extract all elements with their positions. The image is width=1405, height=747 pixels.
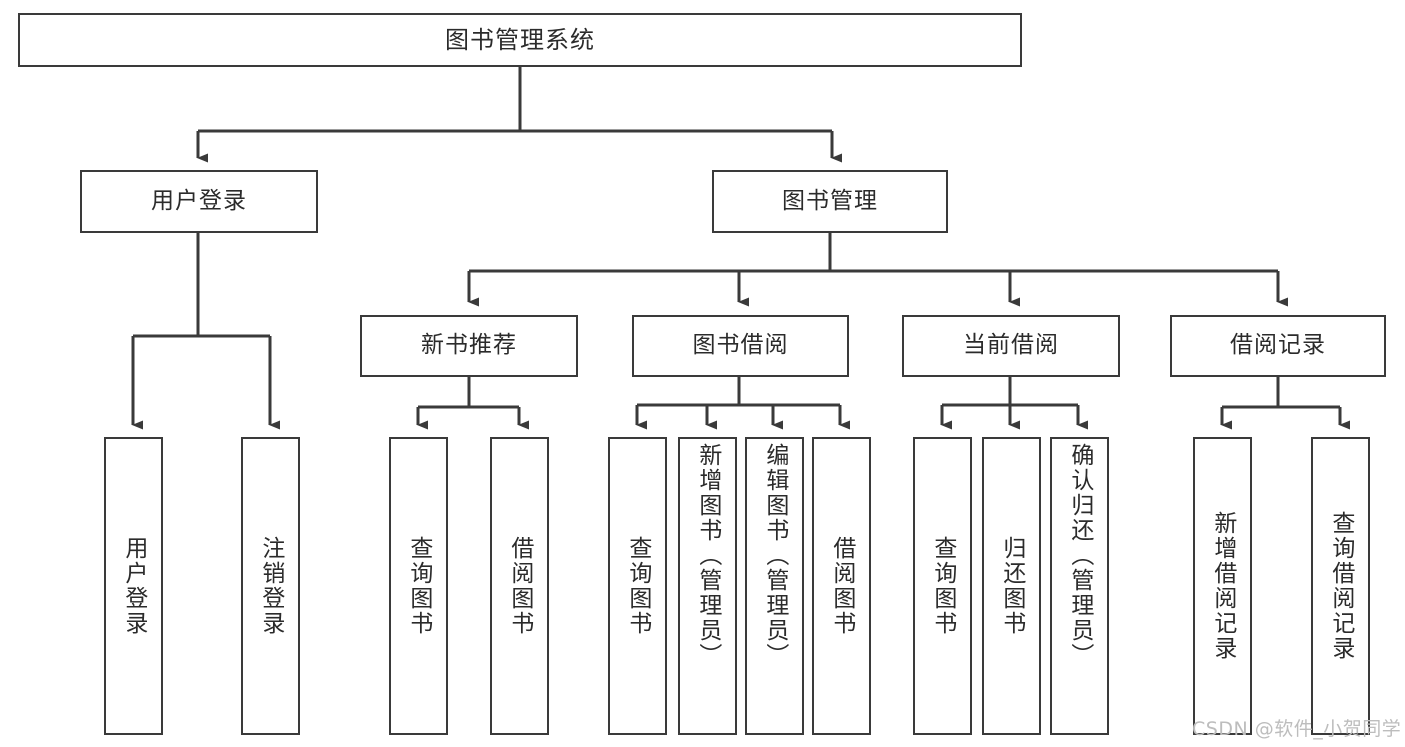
leaf-return-book[interactable]: 归还图书: [982, 437, 1041, 735]
leaf-borrow-book[interactable]: 借阅图书: [812, 437, 871, 735]
leaf-query-book-current[interactable]: 查询图书: [913, 437, 972, 735]
leaf-query-book-newbook[interactable]: 查询图书: [389, 437, 448, 735]
leaf-add-book-admin[interactable]: 新增图书（管理员）: [678, 437, 737, 735]
leaf-borrow-book-newbook[interactable]: 借阅图书: [490, 437, 549, 735]
node-book-borrow[interactable]: 图书借阅: [632, 315, 849, 377]
node-new-book-recommend[interactable]: 新书推荐: [360, 315, 578, 377]
node-root-system[interactable]: 图书管理系统: [18, 13, 1022, 67]
leaf-query-borrow-record[interactable]: 查询借阅记录: [1311, 437, 1370, 735]
leaf-confirm-return-admin[interactable]: 确认归还（管理员）: [1050, 437, 1109, 735]
node-user-login[interactable]: 用户登录: [80, 170, 318, 233]
node-book-management[interactable]: 图书管理: [712, 170, 948, 233]
leaf-logout-login[interactable]: 注销登录: [241, 437, 300, 735]
leaf-query-book-borrow[interactable]: 查询图书: [608, 437, 667, 735]
node-current-borrow[interactable]: 当前借阅: [902, 315, 1120, 377]
csdn-watermark: CSDN @软件_小贺同学: [1192, 718, 1402, 740]
leaf-user-login[interactable]: 用户登录: [104, 437, 163, 735]
leaf-add-borrow-record[interactable]: 新增借阅记录: [1193, 437, 1252, 735]
node-borrow-record[interactable]: 借阅记录: [1170, 315, 1386, 377]
leaf-edit-book-admin[interactable]: 编辑图书（管理员）: [745, 437, 804, 735]
